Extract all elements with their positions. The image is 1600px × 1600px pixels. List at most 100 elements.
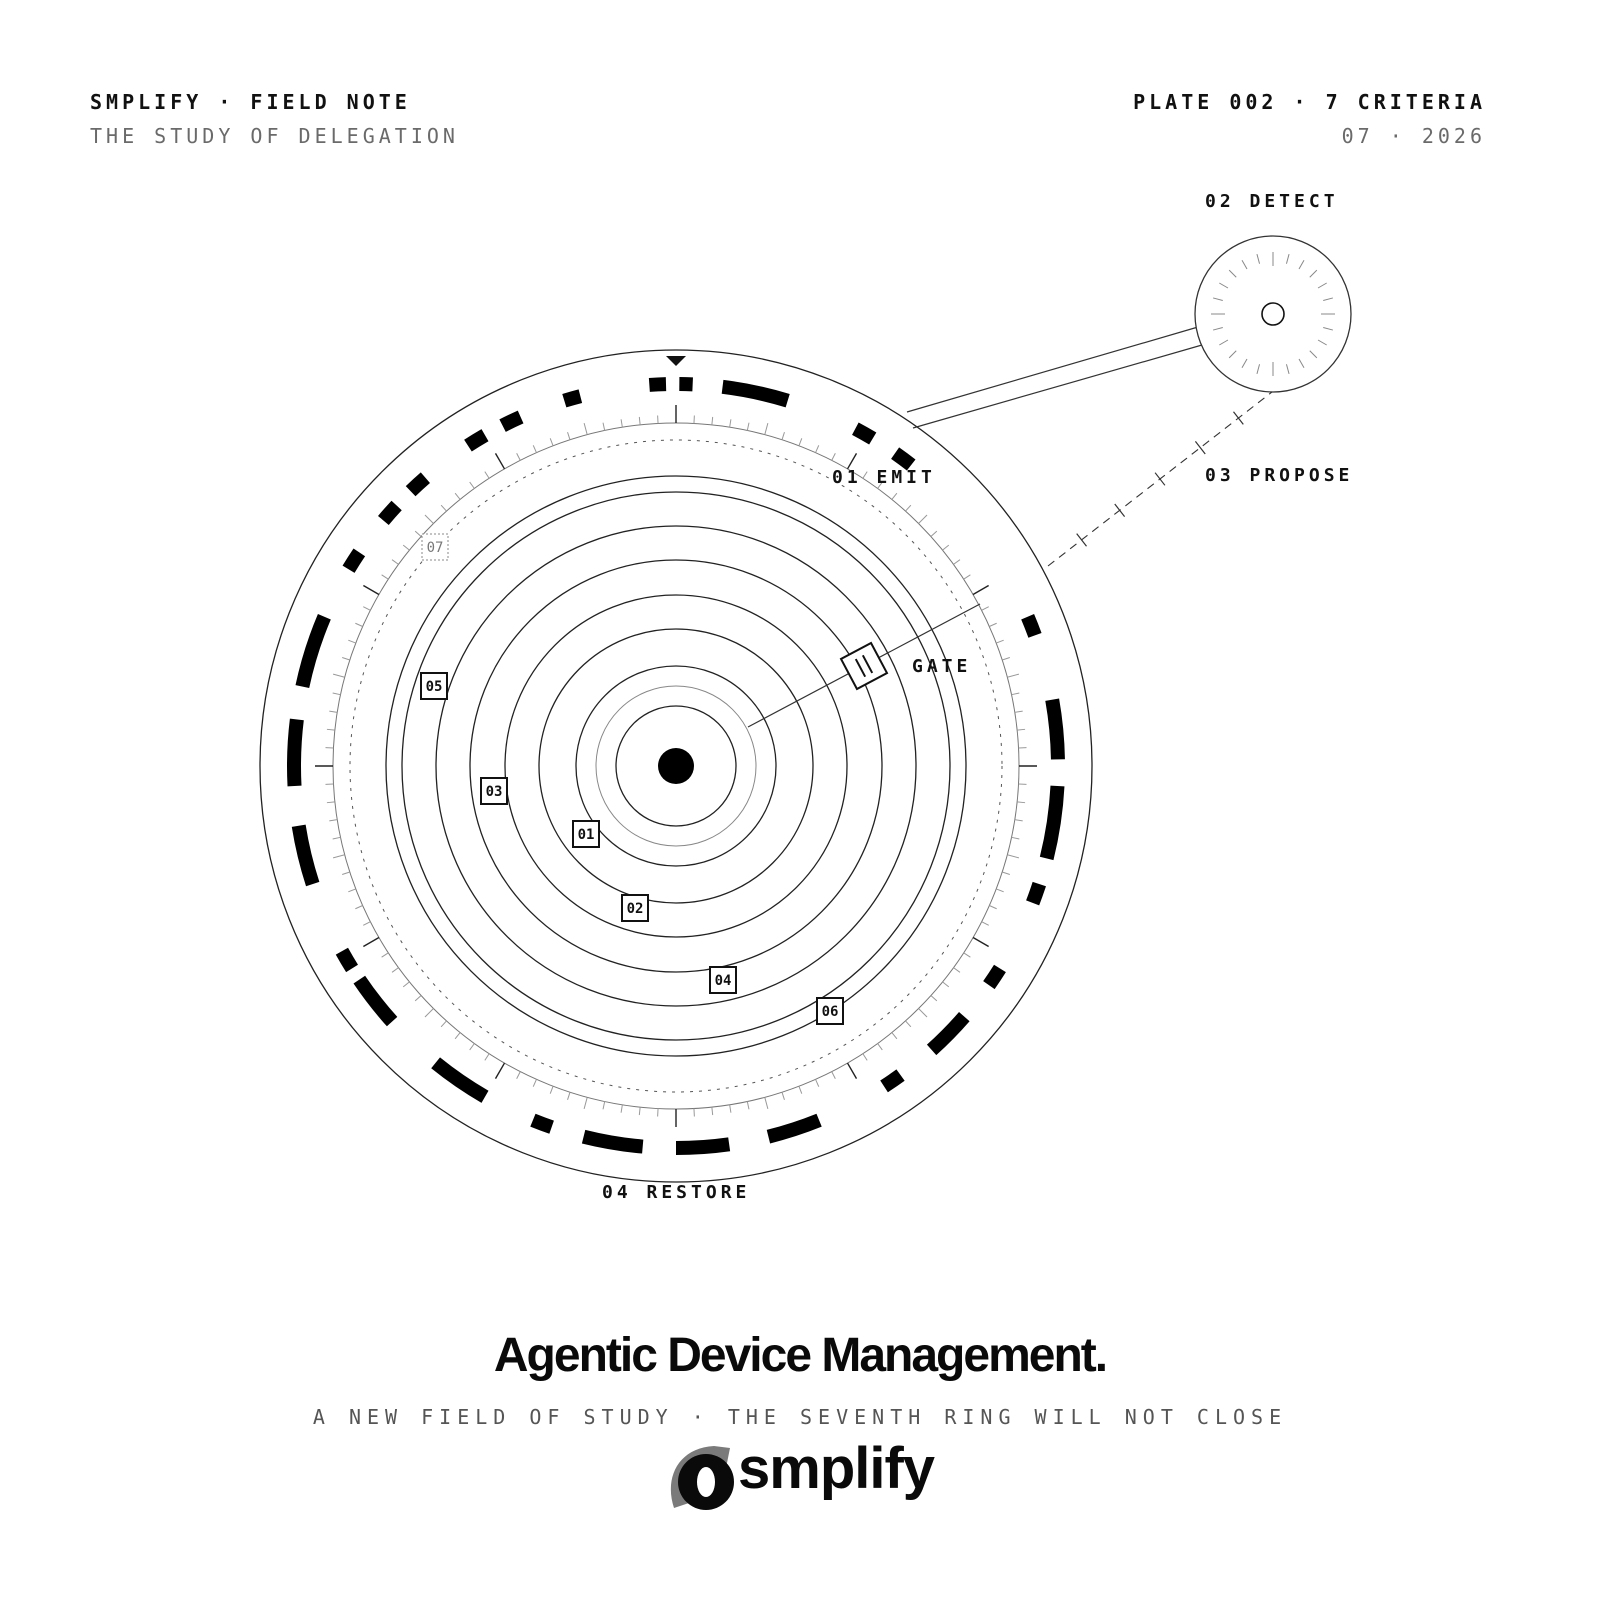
tick-mark bbox=[764, 1097, 769, 1110]
dial-tick bbox=[1309, 350, 1318, 359]
outer-dash bbox=[891, 447, 916, 471]
detect-arm-line-lower bbox=[912, 344, 1203, 429]
tick-marks bbox=[315, 405, 1037, 1127]
dial-tick bbox=[1285, 253, 1290, 264]
dial-tick bbox=[1323, 297, 1334, 302]
tick-mark bbox=[953, 559, 961, 565]
tick-mark bbox=[326, 801, 335, 804]
tick-mark bbox=[638, 1107, 641, 1116]
tick-mark bbox=[981, 921, 989, 926]
detect-arm-line-upper bbox=[906, 326, 1199, 413]
outer-dash bbox=[648, 377, 667, 392]
tick-mark bbox=[1014, 710, 1023, 713]
dial-tick bbox=[1285, 364, 1290, 375]
outer-dash bbox=[353, 975, 398, 1027]
tick-mark bbox=[846, 1062, 858, 1079]
dial-tick bbox=[1256, 253, 1261, 264]
outer-dash bbox=[287, 718, 304, 787]
tick-mark bbox=[516, 1071, 521, 1079]
outer-dash bbox=[499, 410, 524, 432]
tick-mark bbox=[348, 639, 356, 644]
ring-marker-07: 07 bbox=[421, 533, 449, 561]
tick-mark bbox=[355, 622, 363, 627]
tick-mark bbox=[342, 657, 350, 661]
outer-ring bbox=[259, 349, 1093, 1183]
tick-mark bbox=[332, 854, 345, 859]
tick-mark bbox=[1007, 854, 1020, 859]
tick-mark bbox=[1007, 673, 1020, 678]
smplify-logo-icon bbox=[670, 1446, 734, 1510]
center-core bbox=[658, 748, 694, 784]
tick-mark bbox=[831, 453, 836, 461]
tick-mark bbox=[516, 453, 521, 461]
outer-dash bbox=[880, 1069, 905, 1093]
tick-mark bbox=[469, 1043, 475, 1051]
outer-dash bbox=[766, 1113, 822, 1144]
tick-mark bbox=[972, 936, 989, 948]
tick-mark bbox=[942, 981, 950, 988]
propose-tick bbox=[1114, 503, 1126, 518]
tick-mark bbox=[972, 584, 989, 596]
tick-mark bbox=[877, 481, 883, 489]
concentric-ring bbox=[595, 685, 757, 847]
dial-tick bbox=[1219, 282, 1229, 289]
ring-marker-06: 06 bbox=[816, 997, 844, 1025]
outer-ring-dashes bbox=[287, 377, 1065, 1155]
outer-dash bbox=[405, 472, 430, 497]
tick-mark bbox=[355, 905, 363, 910]
tick-mark bbox=[1002, 657, 1010, 661]
label-restore: 04 RESTORE bbox=[602, 1182, 750, 1203]
svg-text:04: 04 bbox=[715, 973, 732, 989]
outer-dash bbox=[562, 389, 583, 408]
concentric-ring bbox=[538, 628, 814, 904]
tick-mark bbox=[711, 416, 714, 425]
tick-mark bbox=[494, 453, 506, 470]
tick-mark bbox=[329, 710, 338, 713]
propose-line-ticks bbox=[1076, 411, 1244, 547]
outer-dash bbox=[291, 824, 320, 887]
tick-mark bbox=[711, 1107, 714, 1116]
dial-tick bbox=[1317, 282, 1327, 289]
tick-mark bbox=[746, 422, 750, 431]
concentric-rings bbox=[385, 475, 967, 1057]
outer-dash bbox=[464, 429, 489, 452]
dial-tick bbox=[1241, 358, 1248, 368]
svg-text:07: 07 bbox=[427, 540, 444, 556]
outer-dash bbox=[530, 1113, 554, 1134]
label-propose: 03 PROPOSE bbox=[1205, 465, 1353, 486]
tick-mark bbox=[862, 1053, 868, 1061]
tick-mark bbox=[891, 1032, 898, 1040]
outer-dash bbox=[335, 947, 358, 973]
dial-tick bbox=[1317, 339, 1327, 346]
gate-icon bbox=[839, 641, 889, 691]
label-emit: 01 EMIT bbox=[832, 467, 936, 488]
tick-mark bbox=[996, 639, 1004, 644]
tick-mark bbox=[381, 574, 389, 580]
outer-dash bbox=[378, 500, 402, 525]
concentric-ring bbox=[401, 491, 951, 1041]
outer-dash bbox=[1039, 785, 1065, 861]
tick-mark bbox=[996, 888, 1004, 893]
brand-wordmark: smplify bbox=[738, 1436, 935, 1501]
ring-marker-02: 02 bbox=[621, 894, 649, 922]
tick-mark bbox=[414, 530, 422, 537]
tick-mark bbox=[781, 1092, 785, 1100]
dial-tick bbox=[1298, 358, 1305, 368]
tick-mark bbox=[1014, 819, 1023, 822]
dial-tick bbox=[1219, 339, 1229, 346]
outer-dash bbox=[852, 422, 877, 445]
svg-text:03: 03 bbox=[486, 784, 503, 800]
header-right-title: PLATE 002 · 7 CRITERIA bbox=[1133, 90, 1486, 114]
tick-mark bbox=[638, 416, 641, 425]
dial-tick bbox=[1212, 297, 1223, 302]
tick-mark bbox=[414, 995, 422, 1002]
tick-mark bbox=[454, 492, 461, 500]
tick-mark bbox=[583, 1097, 588, 1110]
tick-mark bbox=[326, 728, 335, 731]
tick-mark bbox=[440, 504, 447, 512]
label-detect: 02 DETECT bbox=[1205, 191, 1339, 212]
tick-mark bbox=[989, 905, 997, 910]
concentric-ring bbox=[615, 705, 737, 827]
tick-mark bbox=[363, 606, 371, 611]
tick-mark bbox=[891, 492, 898, 500]
